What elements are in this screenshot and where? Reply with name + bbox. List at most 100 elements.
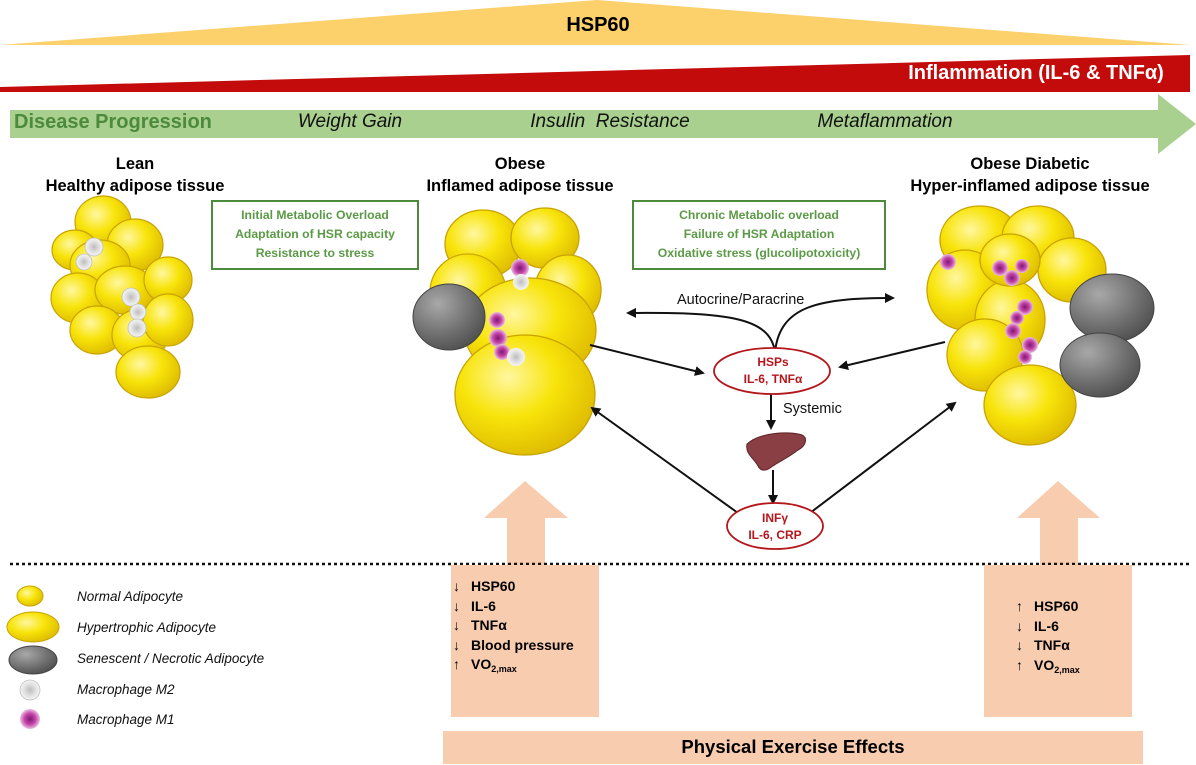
arrow-diabetic-to-hsps [838, 341, 946, 371]
effect-label: HSP60 [471, 578, 516, 594]
inflammation-label: Inflammation (IL-6 & TNFα) [908, 62, 1164, 84]
arrow-infg-to-diabetic [809, 401, 957, 514]
exercise-arrow-left [484, 481, 568, 565]
effect-label: VO [471, 656, 492, 672]
hsp60-band [0, 0, 1190, 45]
effect-item: ↑ VO2,max [1016, 656, 1080, 676]
lean-tissue-cluster [50, 195, 194, 399]
hypertrophic-adipocyte-icon [6, 611, 60, 643]
effect-item: ↓ TNFα [453, 616, 574, 636]
effect-label: TNFα [1034, 637, 1070, 653]
obese-diabetic-title: Obese Diabetic Hyper-inflamed adipose ti… [880, 153, 1180, 197]
inflammation-band [0, 55, 1190, 92]
exercise-effects-right-box [984, 565, 1132, 717]
lean-title: Lean Healthy adipose tissue [10, 153, 260, 197]
arrow-down-icon: ↓ [1016, 637, 1023, 653]
arrow-up-icon: ↑ [1016, 656, 1023, 673]
effect-label: HSP60 [1034, 598, 1079, 614]
arrow-down-icon: ↓ [453, 617, 460, 633]
box1-line: Initial Metabolic Overload [241, 208, 389, 222]
systemic-label: Systemic [783, 401, 842, 417]
exercise-arrow-right [1017, 481, 1100, 565]
hsps-node-text: HSPs IL-6, TNFα [715, 354, 831, 388]
hsps-line1: HSPs [757, 355, 789, 369]
lean-title-line1: Lean [115, 155, 155, 173]
arrow-obese-to-hsps [589, 344, 705, 376]
infg-node-text: INFγ IL-6, CRP [730, 510, 820, 544]
arrow-down-icon: ↓ [1016, 617, 1023, 634]
effect-item: ↑ VO2,max [453, 655, 574, 675]
physical-exercise-label: Physical Exercise Effects [681, 736, 905, 757]
box1-line: Resistance to stress [255, 246, 375, 260]
obese-macrophages [489, 259, 529, 366]
lean-title-line2: Healthy adipose tissue [45, 177, 225, 195]
box2-line: Oxidative stress (glucolipotoxicity) [657, 246, 861, 260]
effect-subscript: 2,max [1054, 664, 1080, 675]
infg-node [726, 502, 824, 550]
legend-senescent-adipocyte: Senescent / Necrotic Adipocyte [77, 651, 265, 666]
exercise-effects-left: ↓ HSP60 ↓ IL-6 ↓ TNFα ↓ Blood pressure ↑ VO2,… [453, 577, 574, 675]
arrow-down-icon: ↓ [453, 636, 460, 653]
flow-arrows [589, 293, 957, 514]
effect-item: ↓ IL-6 [1016, 617, 1080, 637]
normal-adipocyte-icon [16, 585, 44, 607]
initial-overload-box: Initial Metabolic Overload Adaptation of… [211, 200, 419, 270]
obese-title-line1: Obese [494, 155, 546, 173]
autocrine-label: Autocrine/Paracrine [677, 292, 805, 308]
senescent-adipocyte-icon [8, 645, 58, 675]
effect-subscript: 2,max [491, 664, 517, 674]
effect-item: ↓ Blood pressure [453, 636, 574, 656]
arrow-up-icon: ↑ [1016, 598, 1023, 614]
legend-macrophage-m1: Macrophage M1 [77, 712, 175, 727]
effect-item: ↓ TNFα [1016, 636, 1080, 656]
arrow-down-icon: ↓ [453, 597, 460, 614]
effect-item: ↑ HSP60 [1016, 597, 1080, 617]
hsps-node [713, 347, 831, 395]
macrophage-m1-icon [20, 709, 40, 729]
legend-hypertrophic-adipocyte: Hypertrophic Adipocyte [77, 620, 217, 635]
obese-title-line2: Inflamed adipose tissue [426, 177, 614, 195]
physical-exercise-bar [443, 731, 1143, 764]
progression-arrow [10, 94, 1196, 154]
exercise-effects-right: ↑ HSP60 ↓ IL-6 ↓ TNFα ↑ VO2,max [1016, 597, 1080, 675]
hsp60-label: HSP60 [566, 14, 630, 36]
diabetic-tissue-cluster [926, 205, 1107, 446]
arrow-autocrine-right [774, 293, 895, 353]
disease-progression-label: Disease Progression [14, 111, 212, 133]
diabetic-title-line1: Obese Diabetic [970, 155, 1090, 173]
stage-insulin-resistance: Insulin Resistance [530, 111, 690, 132]
box2-line: Chronic Metabolic overload [679, 208, 839, 222]
chronic-overload-box: Chronic Metabolic overload Failure of HS… [632, 200, 886, 270]
hsps-line2: IL-6, TNFα [743, 372, 803, 386]
box1-line: Adaptation of HSR capacity [235, 227, 395, 241]
macrophage-m2-icon [19, 679, 41, 701]
box2-line: Failure of HSR Adaptation [683, 227, 835, 241]
effect-item: ↓ IL-6 [453, 597, 574, 617]
lean-m2-macrophages [75, 237, 147, 338]
liver-icon [746, 432, 806, 471]
arrow-up-icon: ↑ [453, 656, 460, 672]
diabetic-title-line2: Hyper-inflamed adipose tissue [910, 177, 1150, 195]
effect-item: ↓ HSP60 [453, 577, 574, 597]
obese-senescent-cell [412, 283, 486, 351]
effect-label: VO [1034, 656, 1055, 673]
legend-macrophage-m2: Macrophage M2 [77, 682, 175, 697]
stage-metaflammation: Metaflammation [817, 111, 953, 132]
infg-line2: IL-6, CRP [748, 528, 802, 542]
legend-icons [6, 585, 60, 729]
infg-line1: INFγ [761, 511, 788, 525]
effect-label: IL-6 [1034, 617, 1059, 634]
effect-label: IL-6 [471, 597, 496, 614]
diabetic-macrophages [940, 254, 1038, 364]
effect-label: TNFα [471, 617, 507, 633]
stage-weight-gain: Weight Gain [297, 111, 403, 132]
obese-title: Obese Inflamed adipose tissue [390, 153, 650, 197]
arrow-infg-to-obese [590, 406, 739, 514]
effect-label: Blood pressure [471, 636, 574, 653]
legend-normal-adipocyte: Normal Adipocyte [77, 589, 184, 604]
arrow-down-icon: ↓ [453, 578, 460, 594]
arrow-autocrine-left [626, 307, 776, 353]
diabetic-senescent-cells [1059, 273, 1155, 398]
